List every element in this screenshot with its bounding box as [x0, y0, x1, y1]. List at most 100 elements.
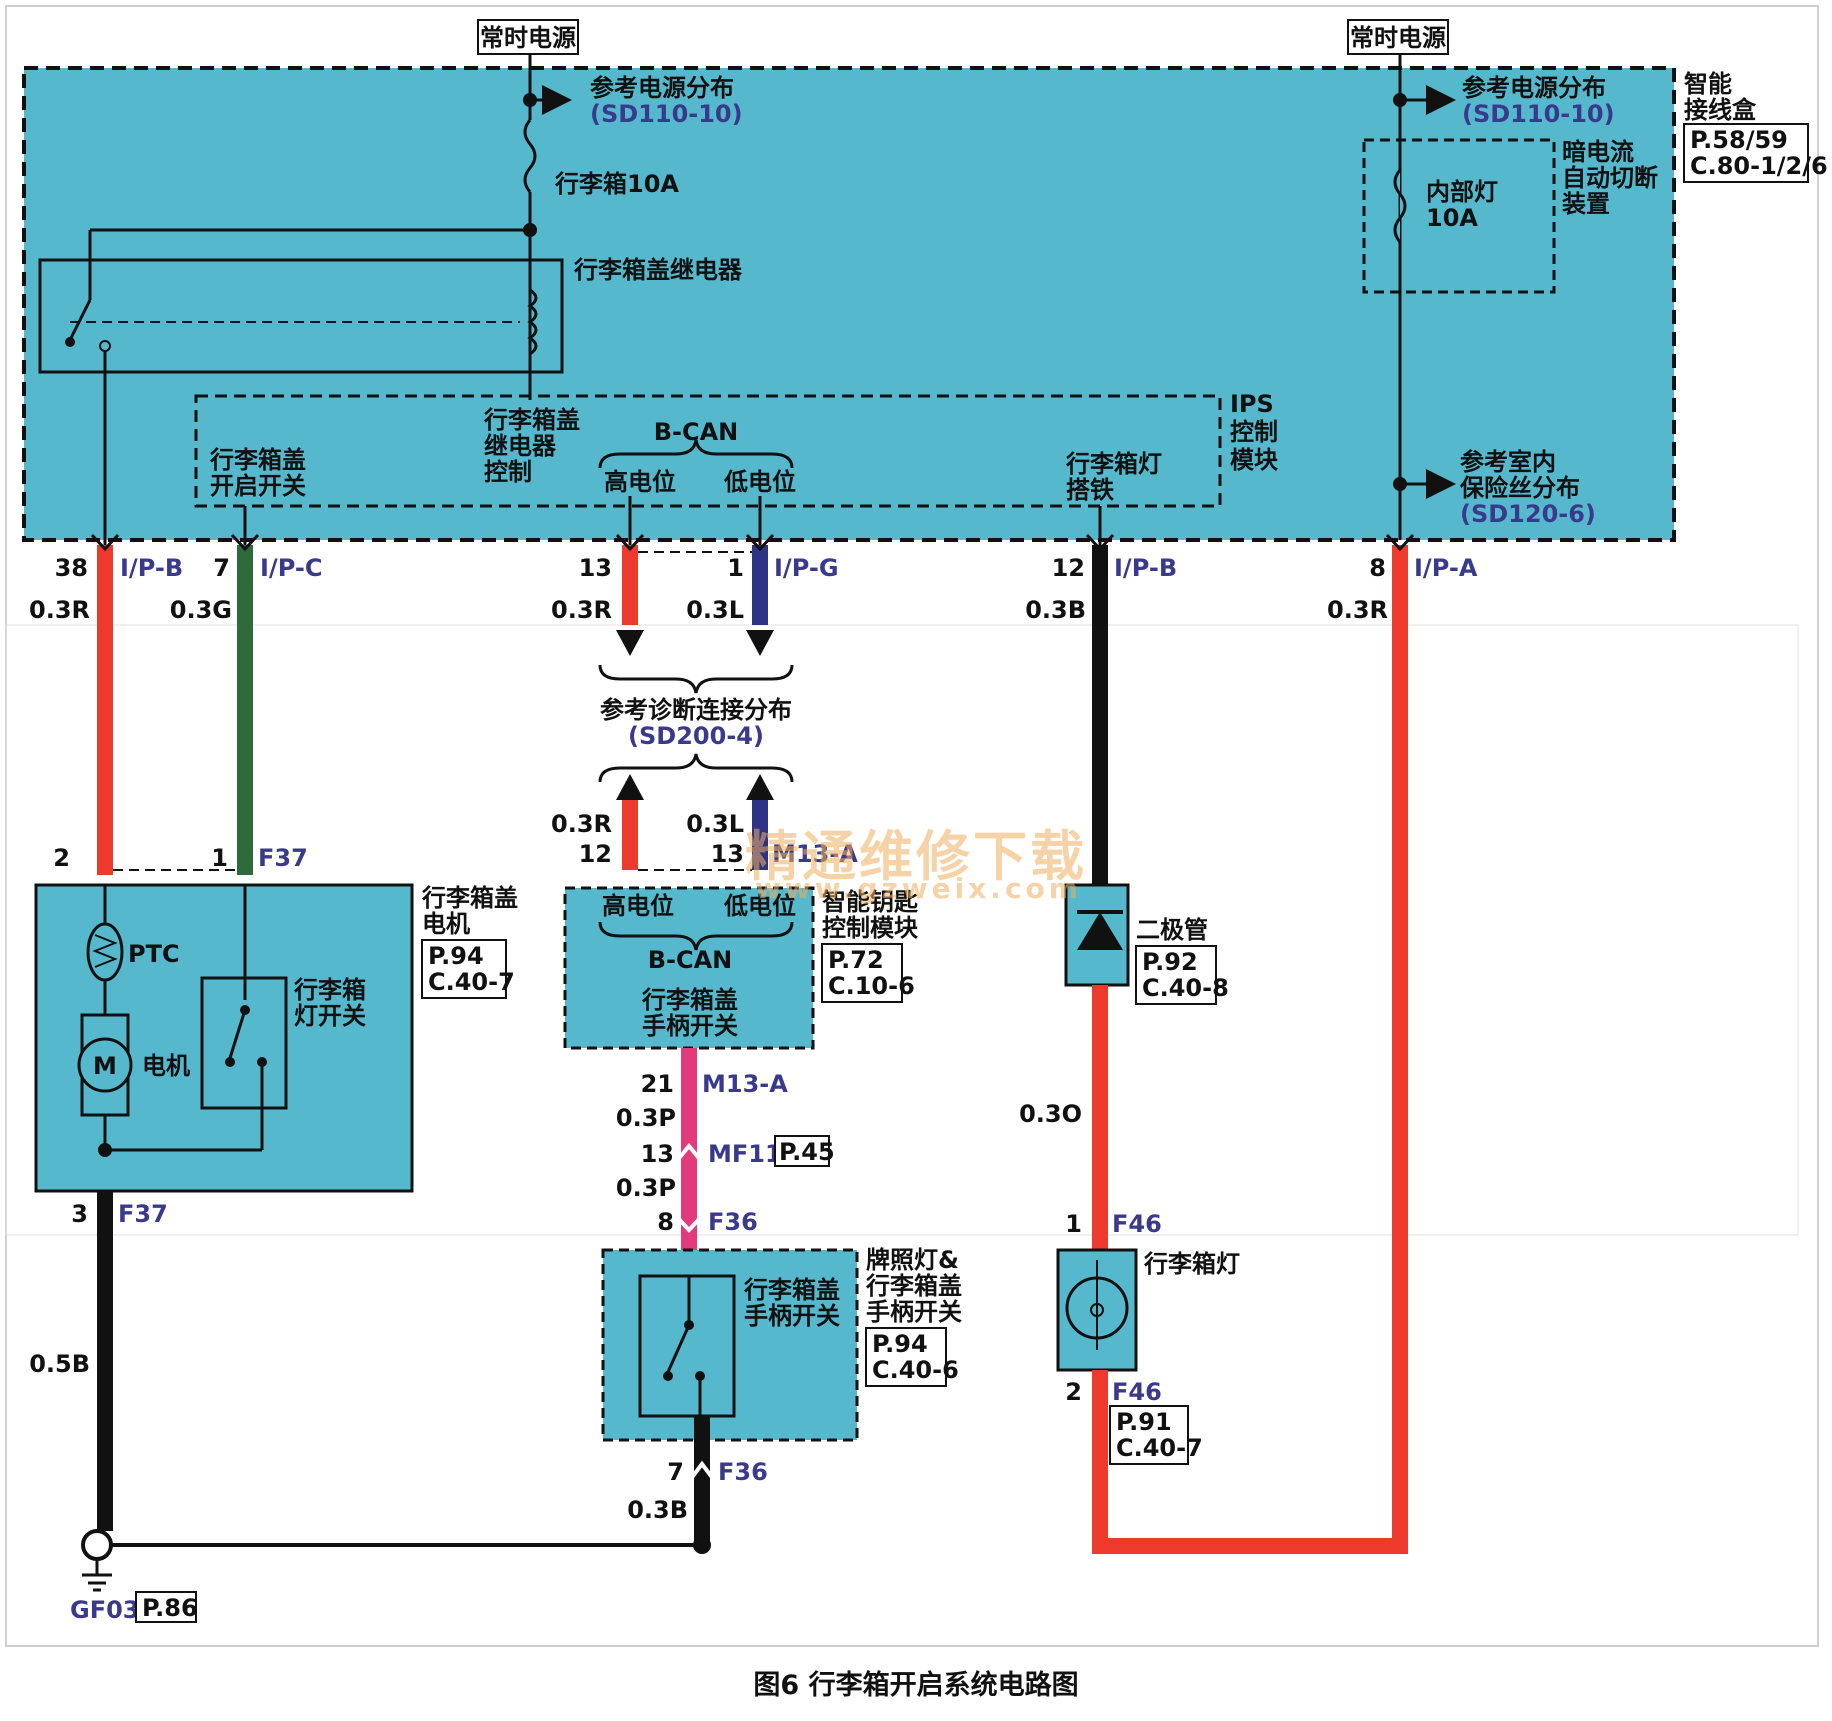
wire-bcan-high-top: [622, 545, 638, 625]
ref-fuse-l1: 参考室内: [1460, 448, 1556, 476]
smart-box-ref: [1683, 123, 1809, 183]
w1-spec: 0.3R: [29, 596, 90, 624]
motor-pin2: 2: [53, 844, 70, 872]
w6-pin: 8: [1369, 554, 1386, 582]
inner-lamp-l1: 内部灯: [1426, 178, 1498, 206]
ips-relay-ctrl-l3: 控制: [484, 458, 532, 486]
smk-spec-l: 0.3L: [686, 810, 744, 838]
handle-sw-c: C.40-6: [872, 1356, 959, 1384]
bcan-bracket-top: [598, 439, 794, 469]
lamp-switch-icon: [228, 1009, 247, 1059]
smart-box-p: P.58/59: [1690, 126, 1788, 154]
handle-switch-module: [601, 1248, 859, 1442]
w6-conn: I/P-A: [1414, 554, 1478, 582]
power-tag-left: [477, 19, 579, 55]
inner-lamp-l2: 10A: [1426, 204, 1478, 232]
bcan-top-low: 低电位: [723, 468, 796, 496]
ref-power-left-code: (SD110-10): [590, 100, 743, 128]
pink-conn8: F36: [708, 1208, 758, 1236]
w6-spec: 0.3R: [1327, 596, 1388, 624]
w4-conn: I/P-G: [774, 554, 839, 582]
relay-coil-icon: [527, 288, 538, 356]
power-tag-right: [1347, 19, 1449, 55]
smk-l1: 行李箱盖: [641, 986, 738, 1014]
ptc-icon: [86, 922, 124, 982]
bcan-top-high: 高电位: [604, 468, 676, 496]
motor-m: M: [93, 1052, 117, 1080]
ips-lamp-gnd-l1: 行李箱灯: [1065, 450, 1162, 478]
wire-red-return: [1092, 1538, 1408, 1554]
ips-relay-ctrl-l1: 行李箱盖: [483, 406, 580, 434]
smk-low: 低电位: [723, 892, 796, 920]
diode-p: P.92: [1142, 948, 1198, 976]
ips-relay-ctrl-l2: 继电器: [484, 432, 557, 460]
w5-conn: I/P-B: [1114, 554, 1177, 582]
w1-pin: 38: [55, 554, 88, 582]
w5-spec: 0.3B: [1025, 596, 1086, 624]
smk-n2: 控制模块: [822, 914, 918, 942]
handle-sw-n3: 手柄开关: [866, 1298, 962, 1326]
trunk-relay: [38, 258, 564, 374]
smk-pin-l: 13: [711, 840, 744, 868]
smk-pin-r: 12: [579, 840, 612, 868]
diode-spec: 0.3O: [1019, 1100, 1082, 1128]
pink-conn13: MF11: [708, 1140, 782, 1168]
handle-switch-box: [638, 1274, 736, 1418]
smk-n1: 智能钥匙: [822, 888, 919, 916]
wire-black-ground: [97, 1191, 113, 1531]
motor-ptc: PTC: [128, 940, 180, 968]
handle-sw-n1: 牌照灯&: [866, 1246, 959, 1274]
diag-bracket-top: [598, 664, 794, 694]
ref-fuse-code: (SD120-6): [1460, 500, 1596, 528]
smk-conn: M13-A: [772, 840, 858, 868]
motor-sw1: 行李箱: [293, 976, 366, 1004]
handle-switch-icon: [666, 1324, 691, 1373]
motor-pin1: 1: [211, 844, 228, 872]
w3-spec: 0.3R: [551, 596, 612, 624]
lamp-switch-box: [200, 976, 288, 1110]
lamp-p: P.91: [1116, 1408, 1172, 1436]
motor-n1: 行李箱盖: [421, 884, 518, 912]
ref-power-right-code: (SD110-10): [1462, 100, 1615, 128]
motor-ref: [421, 939, 507, 999]
pink-p45-box: [774, 1135, 830, 1167]
handle-sw-l2: 手柄开关: [744, 1302, 840, 1330]
lamp-c: C.40-7: [1116, 1434, 1203, 1462]
watermark-url: www.gzweix.com: [755, 872, 1082, 905]
figure-caption: 图6 行李箱开启系统电路图: [753, 1670, 1079, 1701]
diode-icon: [1077, 912, 1123, 950]
gnd-p: P.86: [142, 1594, 198, 1622]
w4-spec: 0.3L: [686, 596, 744, 624]
pink-pin8: 8: [657, 1208, 674, 1236]
bcan-bracket-smk: [598, 921, 794, 951]
diode-c: C.40-8: [1142, 974, 1229, 1002]
pink-conn7: F36: [718, 1458, 768, 1486]
wire-pink: [681, 1048, 697, 1273]
motor-n2: 电机: [422, 910, 470, 938]
w3-pin: 13: [579, 554, 612, 582]
power-left: 常时电源: [480, 24, 576, 52]
handle-sw-l1: 行李箱盖: [743, 1276, 840, 1304]
diag-text: 参考诊断连接分布: [600, 696, 792, 724]
lamp-pin1: 1: [1065, 1210, 1082, 1238]
ref-power-right: 参考电源分布: [1462, 74, 1606, 102]
pink-p45: P.45: [779, 1138, 835, 1166]
ips-open-sw-l2: 开启开关: [210, 472, 306, 500]
smk-ref: [821, 943, 903, 1003]
smart-box-c: C.80-1/2/6: [1690, 152, 1828, 180]
motor-conn: F37: [258, 844, 308, 872]
handle-sw-ref: [865, 1327, 947, 1387]
lamp-conn1: F46: [1112, 1210, 1162, 1238]
w2-conn: I/P-C: [260, 554, 322, 582]
diag-bracket-bottom: [598, 753, 794, 783]
ips-l2: 控制: [1230, 418, 1278, 446]
wire-green: [237, 545, 253, 875]
inner-lamp-fuse-icon: [1393, 169, 1407, 243]
ref-fuse-l2: 保险丝分布: [1459, 474, 1580, 502]
smk-l2: 手柄开关: [642, 1012, 738, 1040]
diode-ref: [1135, 945, 1217, 1005]
wire-bcan-high-bottom: [622, 800, 638, 870]
smart-box-l1: 智能: [1684, 70, 1732, 98]
